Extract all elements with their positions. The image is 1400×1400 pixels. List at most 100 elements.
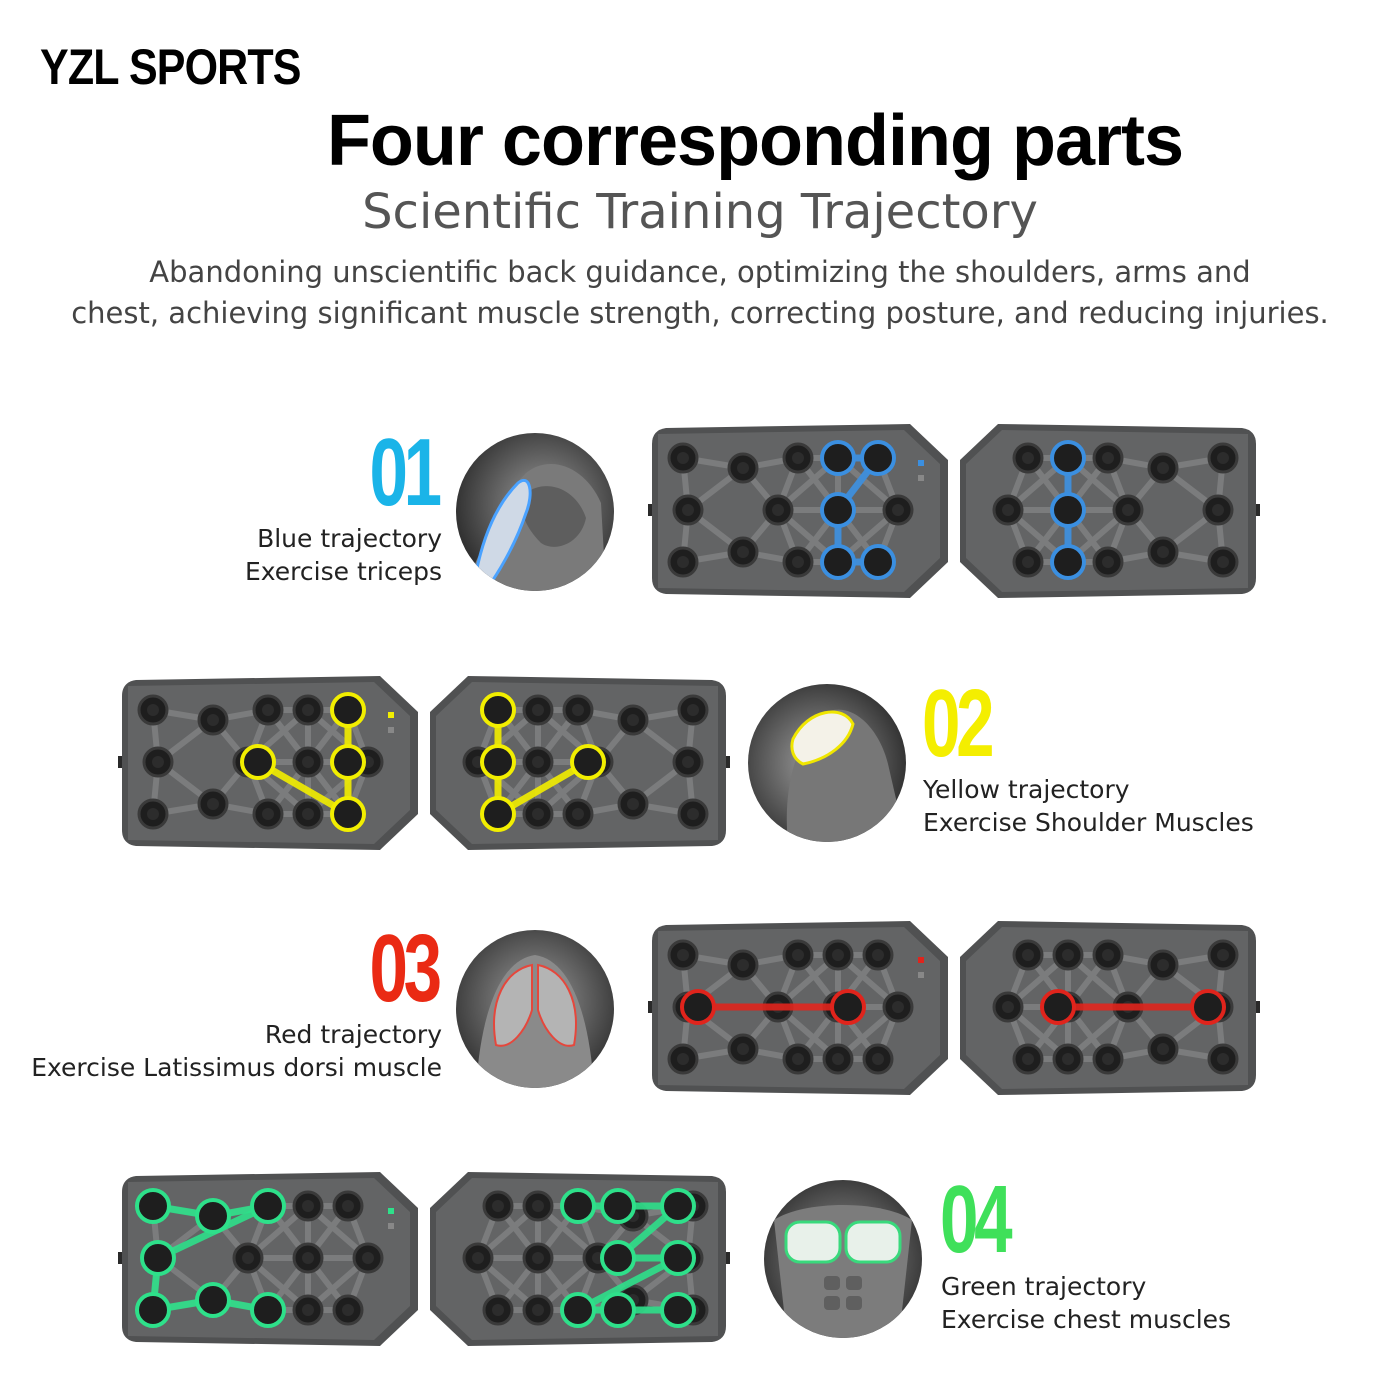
section-02-title: Yellow trajectory <box>923 775 1130 804</box>
board-hole-center <box>1102 556 1114 568</box>
board-panel-2 <box>960 424 1256 598</box>
board-notch <box>726 756 730 768</box>
trajectory-hole <box>660 1292 696 1328</box>
trajectory-board-yellow <box>118 672 730 854</box>
board-hole-center <box>1217 556 1229 568</box>
trajectory-hole <box>480 796 516 832</box>
board-hole-center <box>1102 949 1114 961</box>
color-marker <box>918 460 924 466</box>
section-02-number: 02 <box>922 670 995 777</box>
section-03-detail: Exercise Latissimus dorsi muscle <box>31 1053 442 1082</box>
board-hole-center <box>492 1304 504 1316</box>
trajectory-hole <box>830 989 866 1025</box>
section-02-caption: Yellow trajectory Exercise Shoulder Musc… <box>923 773 1254 839</box>
section-01-caption: Blue trajectory Exercise triceps <box>245 522 442 588</box>
board-panel-2 <box>430 676 726 850</box>
board-hole-center <box>832 949 844 961</box>
board-hole-center <box>1022 949 1034 961</box>
trajectory-hole <box>195 1282 231 1318</box>
trajectory-hole <box>660 1240 696 1276</box>
board-hole-center <box>1022 1053 1034 1065</box>
description: Abandoning unscientific back guidance, o… <box>20 252 1380 334</box>
board-hole-center <box>737 959 749 971</box>
board-hole-center <box>532 704 544 716</box>
board-hole-center <box>532 1200 544 1212</box>
board-hole-center <box>832 1053 844 1065</box>
trajectory-hole <box>250 1292 286 1328</box>
section-04-detail: Exercise chest muscles <box>941 1305 1232 1334</box>
color-marker <box>918 972 924 978</box>
board-hole-center <box>1157 462 1169 474</box>
color-marker <box>388 1208 394 1214</box>
trajectory-board-blue <box>648 420 1260 602</box>
board-hole-center <box>532 1252 544 1264</box>
trajectory-hole <box>860 440 896 476</box>
board-hole-center <box>572 808 584 820</box>
board-hole-center <box>1002 504 1014 516</box>
trajectory-hole <box>680 989 716 1025</box>
section-02-detail: Exercise Shoulder Muscles <box>923 808 1254 837</box>
board-hole-center <box>262 808 274 820</box>
trajectory-hole <box>135 1188 171 1224</box>
board-notch <box>648 1001 652 1013</box>
board-hole-center <box>342 1200 354 1212</box>
trajectory-hole <box>480 692 516 728</box>
board-hole-center <box>1102 452 1114 464</box>
board-hole-center <box>892 1001 904 1013</box>
board-hole-center <box>302 1304 314 1316</box>
board-hole-center <box>892 504 904 516</box>
section-03-caption: Red trajectory Exercise Latissimus dorsi… <box>31 1018 442 1084</box>
triceps-muscle-icon <box>456 433 614 591</box>
trajectory-hole <box>570 744 606 780</box>
trajectory-hole <box>140 1240 176 1276</box>
trajectory-hole <box>600 1292 636 1328</box>
trajectory-hole <box>1050 492 1086 528</box>
board-hole-center <box>737 1043 749 1055</box>
shoulder-muscle-icon <box>748 684 906 842</box>
trajectory-hole <box>1190 989 1226 1025</box>
trajectory-hole <box>820 544 856 580</box>
board-hole-center <box>677 949 689 961</box>
board-hole-center <box>302 756 314 768</box>
board-hole-center <box>152 756 164 768</box>
board-hole-center <box>1022 452 1034 464</box>
board-hole-center <box>147 704 159 716</box>
board-hole-center <box>737 462 749 474</box>
board-hole-center <box>682 504 694 516</box>
board-hole-center <box>1217 1053 1229 1065</box>
trajectory-hole <box>600 1188 636 1224</box>
trajectory-hole <box>195 1198 231 1234</box>
board-hole-center <box>792 949 804 961</box>
board-hole-center <box>532 808 544 820</box>
section-03-number: 03 <box>369 915 443 1022</box>
board-hole-center <box>682 756 694 768</box>
board-hole-center <box>772 504 784 516</box>
trajectory-hole <box>135 1292 171 1328</box>
board-hole-center <box>1062 949 1074 961</box>
board-hole-center <box>872 1053 884 1065</box>
trajectory-hole <box>330 796 366 832</box>
trajectory-board-green <box>118 1168 730 1350</box>
board-notch <box>1256 1001 1260 1013</box>
trajectory-hole <box>600 1240 636 1276</box>
board-notch <box>1256 504 1260 516</box>
board-hole-center <box>1212 504 1224 516</box>
chest-muscle-icon <box>764 1180 922 1338</box>
board-hole-center <box>1002 1001 1014 1013</box>
section-03-title: Red trajectory <box>264 1020 442 1049</box>
board-hole-center <box>472 1252 484 1264</box>
board-hole-center <box>677 452 689 464</box>
board-hole-center <box>627 798 639 810</box>
trajectory-hole <box>860 544 896 580</box>
board-hole-center <box>677 1053 689 1065</box>
section-01-title: Blue trajectory <box>257 524 442 553</box>
trajectory-hole <box>250 1188 286 1224</box>
trajectory-hole <box>240 744 276 780</box>
trajectory-hole <box>820 492 856 528</box>
board-hole-center <box>1217 452 1229 464</box>
board-hole-center <box>737 546 749 558</box>
section-04-number: 04 <box>940 1166 1013 1273</box>
trajectory-hole <box>1050 544 1086 580</box>
section-04-title: Green trajectory <box>941 1272 1147 1301</box>
board-notch <box>118 1252 122 1264</box>
